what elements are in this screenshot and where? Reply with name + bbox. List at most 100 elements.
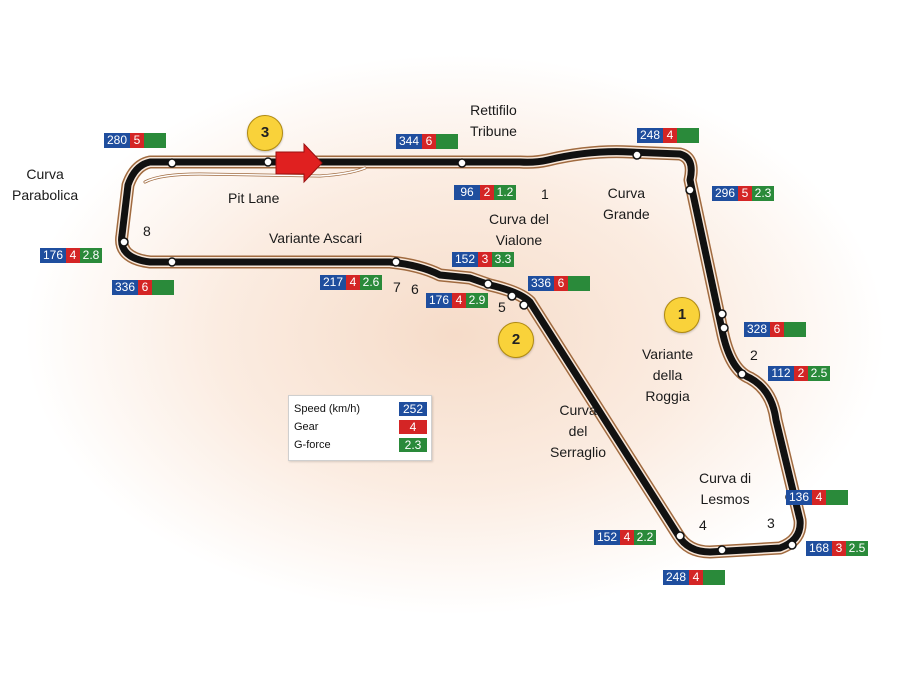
gear-value: 2 [794,366,808,381]
gear-value: 4 [689,570,703,585]
measurement-point [717,545,727,555]
speed-value: 328 [744,322,770,337]
marker-3: 3 [247,115,283,151]
gear-value: 5 [738,186,752,201]
speed-value: 176 [426,293,452,308]
speed-value: 248 [663,570,689,585]
gear-value: 4 [66,248,80,263]
legend-gforce-swatch: 2.3 [399,438,427,452]
speed-value: 168 [806,541,832,556]
gear-value: 4 [812,490,826,505]
speed-value: 344 [396,134,422,149]
measurement-point [717,309,727,319]
gforce-value: 2.5 [846,541,868,556]
gear-value: 6 [554,276,568,291]
speed-value: 152 [452,252,478,267]
speed-value: 152 [594,530,620,545]
gforce-value [436,134,458,149]
gforce-value: 3.3 [492,252,514,267]
speed-value: 336 [112,280,138,295]
measurement-point [675,531,685,541]
legend: Speed (km/h) 252 Gear 4 G-force 2.3 [288,395,432,461]
measurement-point [483,279,493,289]
label-pit-lane: Pit Lane [228,190,280,206]
legend-gforce-label: G-force [294,439,331,451]
legend-gear-label: Gear [294,421,319,433]
gear-value: 2 [480,185,494,200]
gear-value: 4 [663,128,677,143]
gear-value: 6 [770,322,784,337]
measurement-point [457,158,467,168]
measurement-point [519,300,529,310]
measurement-point [263,157,273,167]
measurement-point [632,150,642,160]
legend-gear-swatch: 4 [399,420,427,434]
corner-number-8: 8 [143,223,151,239]
gear-value: 3 [832,541,846,556]
gear-value: 6 [422,134,436,149]
corner-number-3: 3 [767,515,775,531]
speed-value: 136 [786,490,812,505]
gforce-value: 2.6 [360,275,382,290]
marker-2: 2 [498,322,534,358]
measurement-point [507,291,517,301]
corner-number-4: 4 [699,517,707,533]
gforce-value [826,490,848,505]
corner-number-7: 7 [393,279,401,295]
speed-value: 336 [528,276,554,291]
speed-value: 176 [40,248,66,263]
pit-lane-inner [144,167,366,183]
corner-number-5: 5 [498,299,506,315]
measurement-point [391,257,401,267]
speed-value: 112 [768,366,794,381]
gforce-value: 2.2 [634,530,656,545]
gforce-value [144,133,166,148]
corner-number-2: 2 [750,347,758,363]
gforce-value [568,276,590,291]
measurement-point [737,369,747,379]
gear-value: 4 [346,275,360,290]
label-variante-ascari: Variante Ascari [269,230,363,246]
gforce-value: 1.2 [494,185,516,200]
measurement-point [119,237,129,247]
track-asphalt [118,148,804,556]
legend-speed-label: Speed (km/h) [294,403,361,415]
speed-value: 96 [454,185,480,200]
gear-value: 6 [138,280,152,295]
corner-number-1: 1 [541,186,549,202]
gforce-value [677,128,699,143]
gear-value: 4 [620,530,634,545]
speed-value: 248 [637,128,663,143]
gforce-value [152,280,174,295]
speed-value: 217 [320,275,346,290]
gforce-value [703,570,725,585]
corner-number-6: 6 [411,281,419,297]
gforce-value: 2.3 [752,186,774,201]
measurement-point [719,323,729,333]
gear-value: 3 [478,252,492,267]
speed-value: 280 [104,133,130,148]
measurement-point [167,257,177,267]
